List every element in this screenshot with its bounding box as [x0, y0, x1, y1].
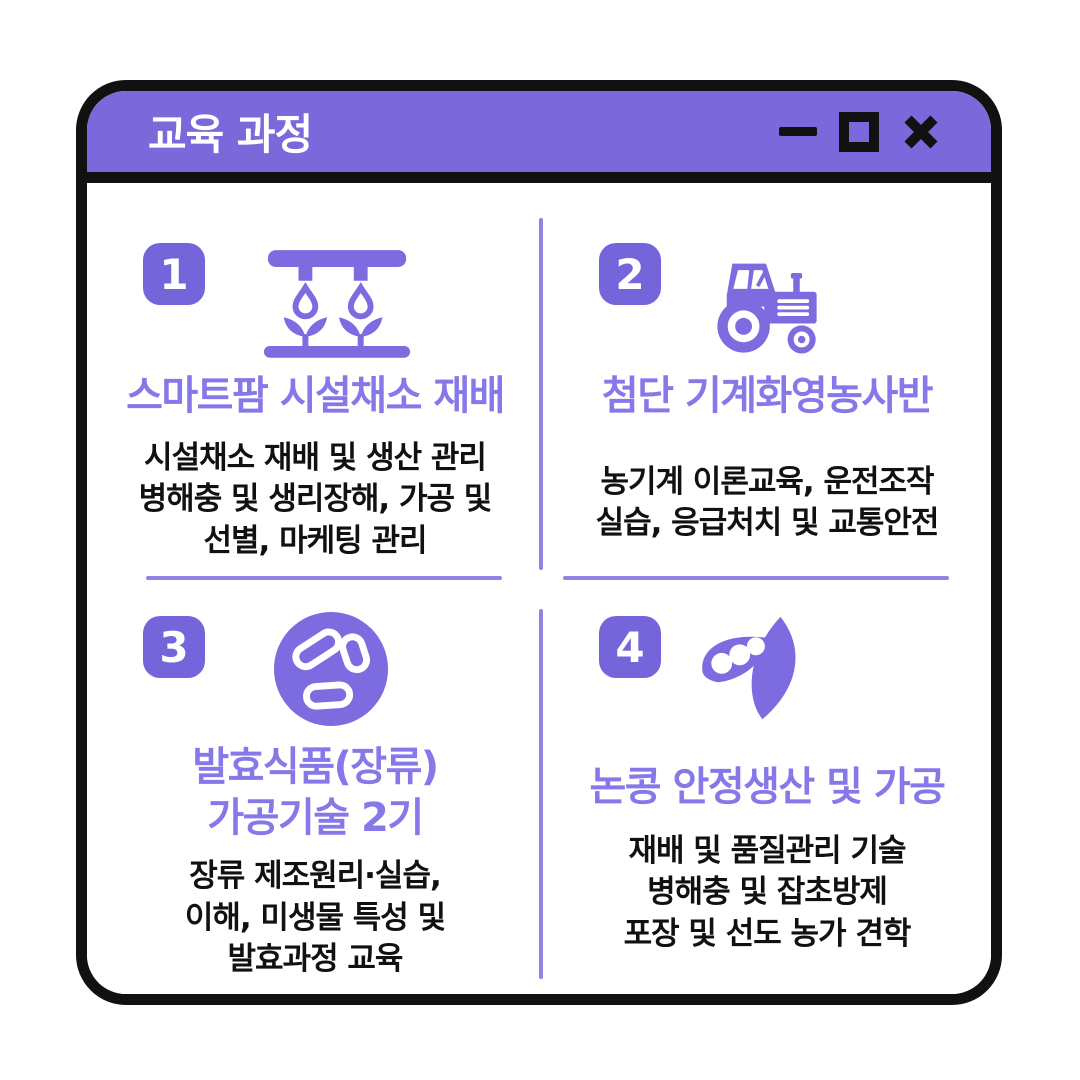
tractor-icon — [717, 263, 817, 354]
divider-vertical-top — [539, 218, 543, 570]
close-icon[interactable] — [901, 112, 941, 152]
card-description: 재배 및 품질관리 기술 병해충 및 잡초방제 포장 및 선도 농가 견학 — [623, 833, 912, 952]
card-soybean: 4 논콩 안정생산 및 가공 재배 및 품질관리 기술 병해충 및 잡초방제 포… — [543, 578, 991, 994]
microbes-icon — [273, 611, 389, 727]
divider-horizontal-right — [563, 576, 949, 580]
window-body: 1 스마트팜 시설채소 재배 시설채소 재배 및 — [87, 183, 991, 994]
divider-horizontal-left — [146, 576, 502, 580]
maximize-icon[interactable] — [839, 111, 879, 152]
card-description: 시설채소 재배 및 생산 관리 병해충 및 생리장해, 가공 및 선별, 마케팅… — [138, 440, 493, 559]
card-title: 발효식품(장류) 가공기술 2기 — [192, 744, 439, 842]
minimize-icon[interactable] — [779, 127, 817, 136]
card-description: 장류 제조원리·실습, 이해, 미생물 특성 및 발효과정 교육 — [184, 858, 446, 977]
card-description: 농기계 이론교육, 운전조작 실습, 응급처치 및 교통안전 — [595, 464, 940, 542]
window-controls — [779, 111, 941, 152]
divider-vertical-bottom — [539, 609, 543, 979]
soybean-pod-icon — [702, 616, 796, 720]
card-smart-farm: 1 스마트팜 시설채소 재배 시설채소 재배 및 — [87, 183, 543, 578]
card-title: 논콩 안정생산 및 가공 — [589, 764, 946, 810]
window-title: 교육 과정 — [148, 110, 313, 159]
card-number-badge: 4 — [599, 616, 661, 678]
card-fermented-food: 3 발효식품(장류) 가공기술 2기 장류 제조원리·실습, 이해, 미생물 특… — [87, 578, 543, 994]
card-title: 첨단 기계화영농사반 — [601, 373, 934, 419]
card-title: 스마트팜 시설채소 재배 — [126, 373, 505, 419]
card-number-badge: 3 — [143, 616, 205, 678]
irrigation-sprinkler-icon — [263, 250, 411, 358]
card-number-badge: 1 — [143, 243, 205, 305]
card-machinery: 2 — [543, 183, 991, 578]
window: 교육 과정 1 — [76, 80, 1002, 1005]
card-number-badge: 2 — [599, 243, 661, 305]
window-titlebar: 교육 과정 — [87, 91, 991, 183]
